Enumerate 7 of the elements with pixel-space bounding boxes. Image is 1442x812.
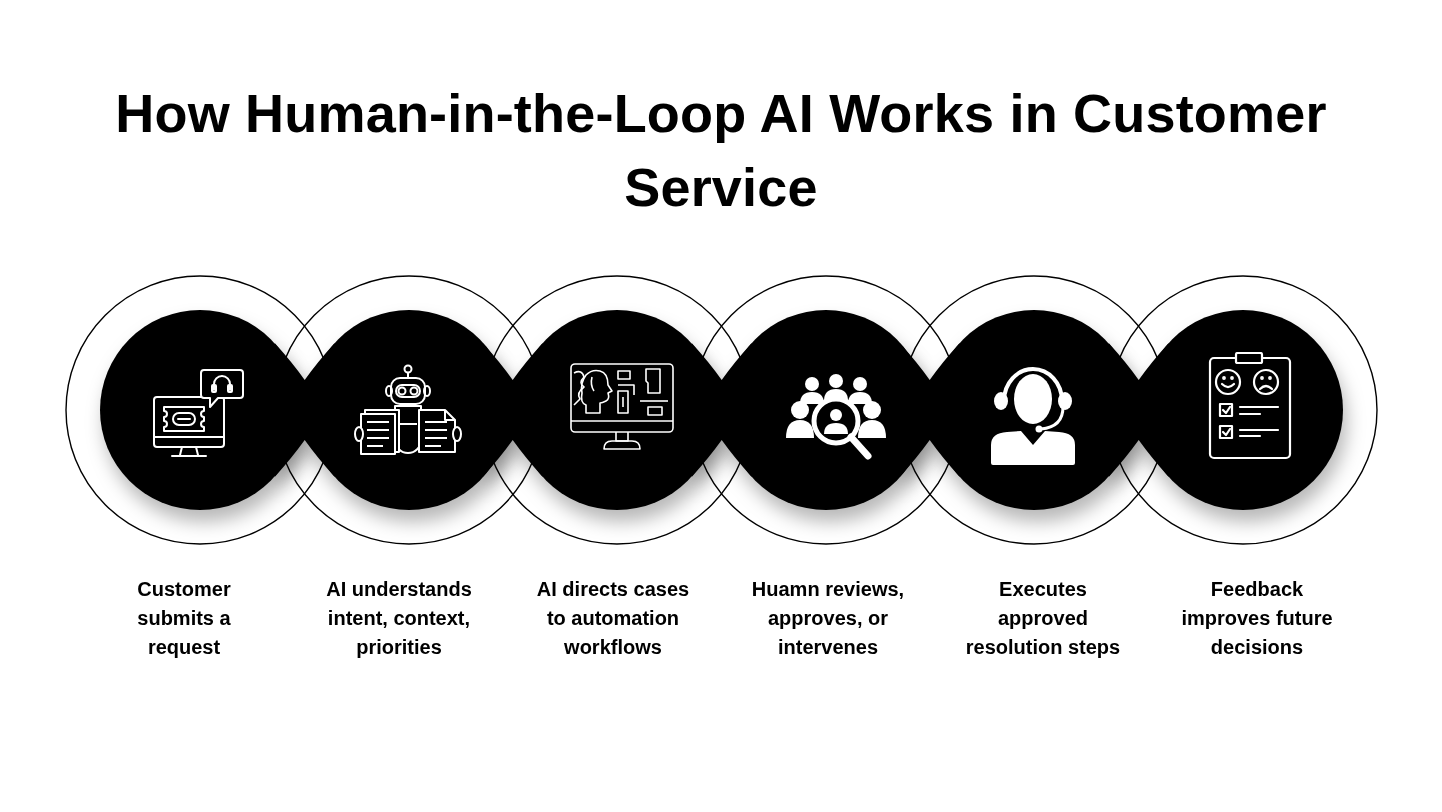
step-caption: AI understands intent, context, priorities bbox=[325, 577, 473, 660]
step-caption: Customer submits a request bbox=[136, 577, 232, 660]
step-caption: AI directs cases to automation workflows bbox=[535, 577, 691, 660]
step-caption: Huamn reviews, approves, or intervenes bbox=[750, 577, 906, 660]
step-caption: Feedback improves future decisions bbox=[1180, 577, 1334, 660]
title: How Human-in-the-Loop AI Works in Customer Service bbox=[114, 82, 1328, 219]
step-caption: Executes approved resolution steps bbox=[964, 577, 1122, 660]
